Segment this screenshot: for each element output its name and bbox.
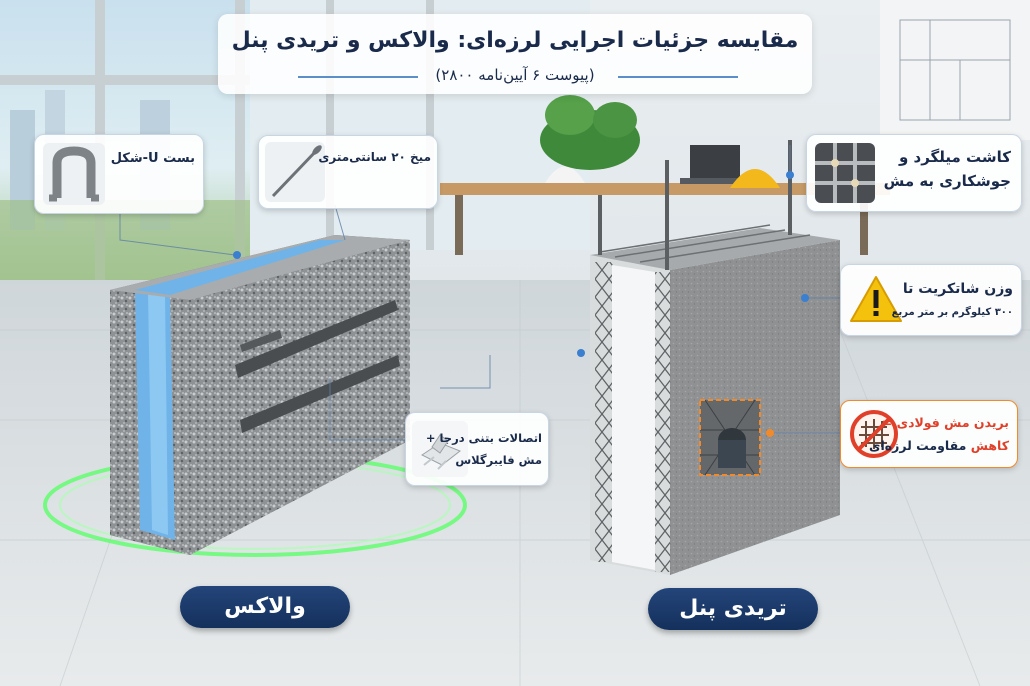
warning-icon (849, 273, 903, 327)
connector-dot (577, 349, 585, 357)
3d-panel (590, 140, 840, 575)
connector-dot-warning (766, 429, 774, 437)
nail-label: میخ ۲۰ سانتی‌متری (318, 150, 431, 164)
joints-label-line1: اتصالات بتنی درجا + (425, 431, 542, 445)
u-clip-callout: بست U-شکل (34, 134, 204, 214)
wallax-label: والاکس (180, 586, 350, 628)
connector-dot (801, 294, 809, 302)
rebar-label-line1: کاشت میلگرد و (898, 148, 1011, 166)
shotcrete-label-line1: وزن شاتکریت تا (902, 281, 1013, 297)
joints-label-line2: مش فایبرگلاس (455, 453, 542, 467)
prohibited-mesh-icon (849, 409, 899, 459)
rebar-mesh-icon (815, 143, 875, 203)
connector-dot (786, 171, 794, 179)
cut-mesh-label: بریدن مش فولادی = کاهش مقاومت لرزه‌ای (869, 411, 1009, 457)
shotcrete-label-line2: ۳۰۰ کیلوگرم بر متر مربع (891, 307, 1013, 318)
cut-mesh-label-line2: کاهش مقاومت لرزه‌ای (869, 434, 1009, 457)
rebar-callout: کاشت میلگرد و جوشکاری به مش (806, 134, 1022, 212)
page-title: مقایسه جزئیات اجرایی لرزه‌ای: والاکس و ت… (231, 28, 799, 53)
shotcrete-callout: وزن شاتکریت تا ۳۰۰ کیلوگرم بر متر مربع (840, 264, 1022, 336)
title-panel: مقایسه جزئیات اجرایی لرزه‌ای: والاکس و ت… (218, 14, 812, 94)
cut-mesh-callout: بریدن مش فولادی = کاهش مقاومت لرزه‌ای (840, 400, 1018, 468)
joints-callout: اتصالات بتنی درجا + مش فایبرگلاس (405, 412, 549, 486)
u-clip-icon (43, 143, 105, 205)
title-underline-right (618, 76, 738, 78)
joint-connector-icon (412, 421, 468, 477)
cut-mesh-reduce-word: کاهش (970, 438, 1009, 453)
wallax-panel (110, 235, 410, 555)
cut-mesh-resistance-text: مقاومت لرزه‌ای (869, 438, 967, 453)
nail-icon (265, 142, 325, 202)
rebar-label-line2: جوشکاری به مش (883, 172, 1011, 190)
joints-label: اتصالات بتنی درجا + مش فایبرگلاس (426, 427, 542, 471)
shotcrete-label: وزن شاتکریت تا ۳۰۰ کیلوگرم بر متر مربع (892, 277, 1013, 325)
u-clip-label: بست U-شکل (110, 151, 195, 166)
cut-mesh-label-line1: بریدن مش فولادی = (881, 415, 1009, 430)
connector-dot (233, 251, 241, 259)
title-underline-left (298, 76, 418, 78)
page-subtitle: (پیوست ۶ آیین‌نامه ۲۸۰۰) (435, 66, 595, 84)
rebar-label: کاشت میلگرد و جوشکاری به مش (884, 145, 1011, 193)
nail-callout: میخ ۲۰ سانتی‌متری (258, 135, 438, 209)
3d-panel-label: تریدی پنل (648, 588, 818, 630)
